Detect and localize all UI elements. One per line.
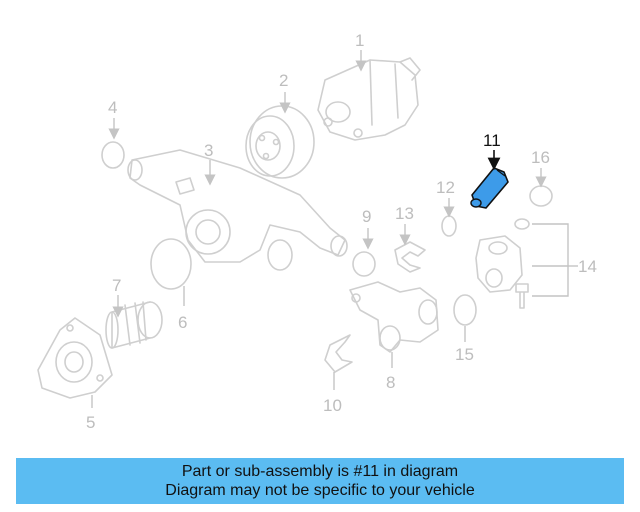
part-5-thermostat-cover bbox=[37, 317, 113, 399]
callout-10: 10 bbox=[323, 396, 342, 415]
parts-diagram: 1 2 3 4 5 6 7 bbox=[37, 31, 597, 432]
part-12-washer bbox=[441, 215, 457, 237]
part-7-thermostat bbox=[105, 301, 163, 349]
part-2-pulley bbox=[245, 105, 315, 179]
callout-15: 15 bbox=[455, 345, 474, 364]
callout-16: 16 bbox=[531, 148, 550, 167]
part-13-clip bbox=[394, 241, 426, 273]
info-banner: Part or sub-assembly is #11 in diagram D… bbox=[16, 458, 624, 504]
callout-1: 1 bbox=[355, 31, 364, 50]
callout-12: 12 bbox=[436, 178, 455, 197]
callout-7: 7 bbox=[112, 276, 121, 295]
callout-11: 11 bbox=[483, 131, 501, 150]
part-8-coolant-flange bbox=[349, 281, 439, 353]
part-14-flange-assembly bbox=[475, 218, 578, 309]
callout-3: 3 bbox=[204, 141, 213, 160]
callout-4: 4 bbox=[108, 98, 117, 117]
part-9-o-ring bbox=[352, 251, 376, 277]
part-16-seal-ring bbox=[529, 185, 553, 207]
callout-5: 5 bbox=[86, 413, 95, 432]
callout-2: 2 bbox=[279, 71, 288, 90]
part-11-sensor bbox=[470, 167, 509, 209]
callout-14: 14 bbox=[578, 257, 597, 276]
callout-6: 6 bbox=[178, 313, 187, 332]
part-3-coolant-housing bbox=[127, 149, 348, 271]
part-6-gasket bbox=[150, 238, 192, 290]
banner-line-1: Part or sub-assembly is #11 in diagram bbox=[181, 463, 459, 480]
part-4-o-ring bbox=[101, 141, 125, 169]
part-15-o-ring bbox=[453, 294, 477, 326]
part-10-clip bbox=[324, 334, 353, 373]
part-1-water-pump bbox=[317, 57, 421, 141]
callout-8: 8 bbox=[386, 373, 395, 392]
callout-13: 13 bbox=[395, 204, 414, 223]
banner-line-2: Diagram may not be specific to your vehi… bbox=[165, 482, 475, 499]
callout-9: 9 bbox=[362, 207, 371, 226]
